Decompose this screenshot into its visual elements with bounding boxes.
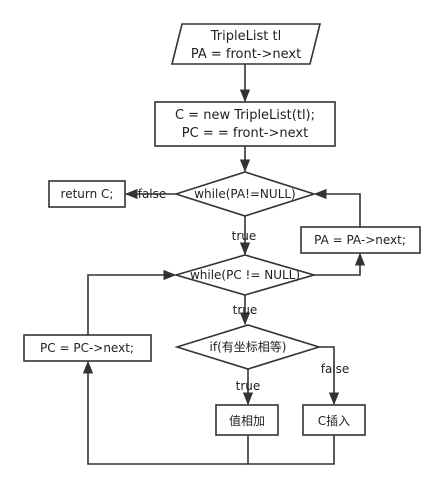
return-box <box>48 180 126 208</box>
arrow-advance-pa-loop-back <box>313 188 361 227</box>
if-label: if(有坐标相等) <box>210 340 287 354</box>
outer-true-label: true <box>232 229 257 243</box>
if-true-label: true <box>236 379 261 393</box>
init-line-2: PC = = front->next <box>182 126 308 141</box>
input-line-1: TripleList tl <box>210 29 281 44</box>
input-line-2: PA = front->next <box>191 47 301 62</box>
arrow-advance-pc-to-inner-while <box>87 269 177 335</box>
arrow-if-false-to-insert <box>319 346 340 406</box>
advance-pa-label: PA = PA->next; <box>314 233 406 247</box>
add-values-label: 值相加 <box>229 413 265 428</box>
insert-label: C插入 <box>318 414 350 428</box>
advance-pc-label: PC = PC->next; <box>40 341 134 355</box>
if-false-label: false <box>321 362 350 376</box>
init-line-1: C = new TripleList(tl); <box>175 108 315 123</box>
arrow-inner-exit-to-advance-pa <box>314 252 366 276</box>
add-values-box <box>215 404 279 436</box>
merge-line-bottom <box>247 435 335 465</box>
input-parallelogram <box>170 23 322 65</box>
outer-false-label: false <box>138 187 167 201</box>
init-box <box>154 101 336 147</box>
inner-true-label: true <box>233 303 258 317</box>
arrow-merge-to-advance-pc <box>82 360 248 465</box>
inner-while-label: while(PC != NULL) <box>190 268 300 282</box>
return-label: return C; <box>61 187 114 201</box>
outer-while-label: while(PA!=NULL) <box>194 187 296 201</box>
